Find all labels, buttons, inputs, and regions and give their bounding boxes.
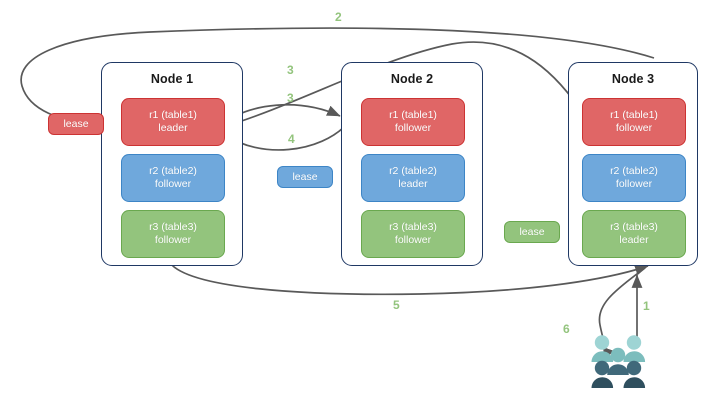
node-3-replica-r1-role: follower: [615, 122, 653, 134]
node-1-replica-r3-role: follower: [154, 234, 192, 246]
node-1-title: Node 1: [150, 72, 194, 86]
arrow-step-3-to-node3: [219, 41, 587, 129]
users-icon-back-row: [594, 335, 642, 350]
lease-table2[interactable]: lease: [277, 166, 333, 188]
node-2-replica-r3[interactable]: r3 (table3) follower: [361, 210, 465, 258]
node-2-replica-r1[interactable]: r1 (table1) follower: [361, 98, 465, 146]
node-1-replica-r2-role: follower: [154, 178, 192, 190]
users-icon-front-heads: [594, 360, 642, 376]
step-label-2: 2: [335, 10, 342, 24]
node-2-replica-r1-name: r1 (table1): [389, 109, 437, 121]
node-1-replica-r3-name: r3 (table3): [149, 221, 197, 233]
node-3-replica-r3-name: r3 (table3): [610, 221, 658, 233]
node-2-replica-r2-name: r2 (table2): [389, 165, 437, 177]
node-3-box[interactable]: Node 3 r1 (table1) follower r2 (table2) …: [568, 62, 698, 266]
node-2-replica-r3-role: follower: [394, 234, 432, 246]
node-1-replica-r3[interactable]: r3 (table3) follower: [121, 210, 225, 258]
lease-table1[interactable]: lease: [48, 113, 104, 135]
node-1-replica-r1[interactable]: r1 (table1) leader: [121, 98, 225, 146]
arrow-step-2: [20, 27, 655, 129]
users-icon-front-bodies: [591, 377, 646, 388]
lease-table3[interactable]: lease: [504, 221, 560, 243]
node-3-replica-r3-role: leader: [619, 234, 649, 246]
node-3-replica-r2-name: r2 (table2): [610, 165, 658, 177]
node-2-title: Node 2: [390, 72, 434, 86]
users-icon: [591, 335, 646, 388]
node-2-replica-r2[interactable]: r2 (table2) leader: [361, 154, 465, 202]
node-2-box[interactable]: Node 2 r1 (table1) follower r2 (table2) …: [341, 62, 483, 266]
node-3-title: Node 3: [611, 72, 655, 86]
step-label-1: 1: [643, 299, 650, 313]
step-label-3b: 3: [287, 91, 294, 105]
node-3-replica-r1[interactable]: r1 (table1) follower: [582, 98, 686, 146]
step-label-6: 6: [563, 322, 570, 336]
arrow-step-5: [169, 262, 649, 296]
node-1-replica-r1-name: r1 (table1): [149, 109, 197, 121]
node-3-replica-r2[interactable]: r2 (table2) follower: [582, 154, 686, 202]
step-label-4: 4: [288, 132, 295, 146]
node-1-box[interactable]: Node 1 r1 (table1) leader r2 (table2) fo…: [101, 62, 243, 266]
node-2-replica-r3-name: r3 (table3): [389, 221, 437, 233]
step-label-5: 5: [393, 298, 400, 312]
node-1-replica-r2-name: r2 (table2): [149, 165, 197, 177]
node-3-replica-r3[interactable]: r3 (table3) leader: [582, 210, 686, 258]
node-1-replica-r1-role: leader: [158, 122, 188, 134]
step-label-3a: 3: [287, 63, 294, 77]
node-2-replica-r1-role: follower: [394, 122, 432, 134]
node-3-replica-r1-name: r1 (table1): [610, 109, 658, 121]
node-1-replica-r2[interactable]: r2 (table2) follower: [121, 154, 225, 202]
arrow-step-6: [598, 267, 646, 362]
node-2-replica-r2-role: leader: [398, 178, 428, 190]
users-icon-middle-body: [607, 364, 629, 375]
node-3-replica-r2-role: follower: [615, 178, 653, 190]
users-icon-back-bodies: [591, 347, 646, 363]
